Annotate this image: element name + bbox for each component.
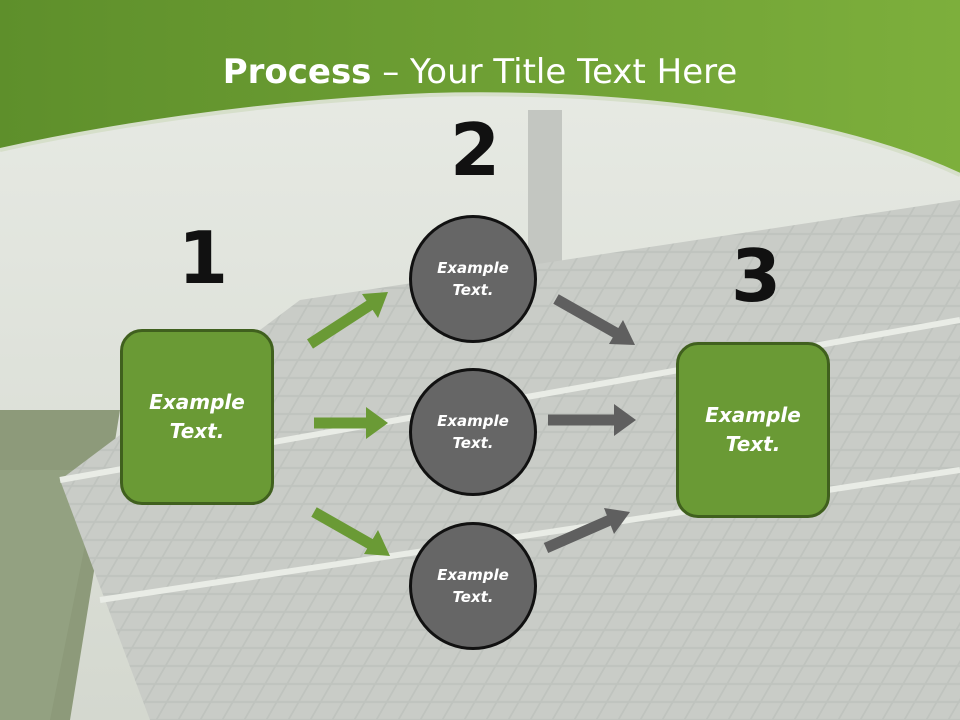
arrow-left-to-middle	[314, 407, 388, 439]
slide-title: Process – Your Title Text Here	[0, 52, 960, 92]
title-bold: Process	[222, 52, 372, 92]
top-circle: Example Text.	[409, 215, 537, 343]
step-number-3: 3	[731, 234, 782, 318]
bottom-circle: Example Text.	[409, 522, 537, 650]
title-rest: – Your Title Text Here	[371, 52, 738, 92]
step-number-2: 2	[450, 108, 501, 192]
arrow-left-to-top	[307, 292, 388, 349]
top-circle-text: Example Text.	[437, 258, 509, 300]
middle-circle-text: Example Text.	[437, 411, 509, 453]
arrow-middle-to-right	[548, 404, 636, 436]
left-box: Example Text.	[120, 329, 274, 505]
left-box-text: Example Text.	[149, 390, 245, 443]
arrow-bottom-to-right	[543, 508, 630, 554]
arrow-left-to-bottom	[311, 507, 390, 556]
right-box: Example Text.	[676, 342, 830, 518]
step-number-1: 1	[178, 216, 229, 300]
bottom-circle-text: Example Text.	[437, 565, 509, 607]
middle-circle: Example Text.	[409, 368, 537, 496]
arrow-top-to-right	[553, 294, 635, 345]
right-box-text: Example Text.	[705, 403, 801, 456]
